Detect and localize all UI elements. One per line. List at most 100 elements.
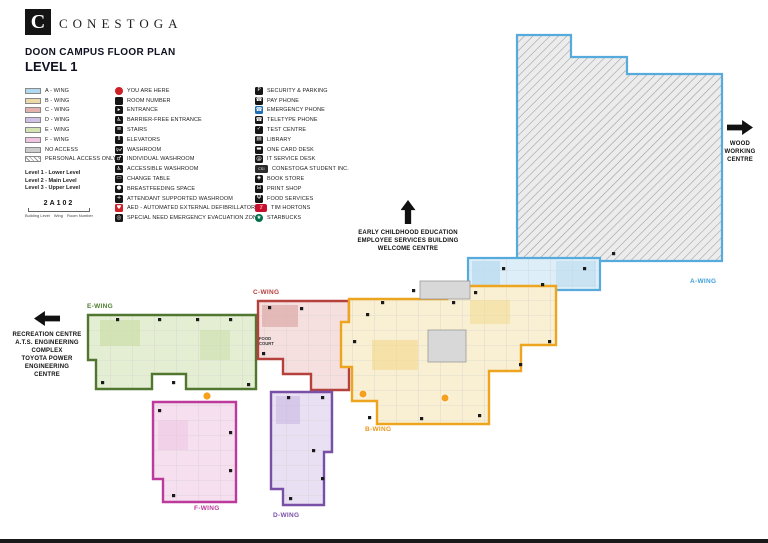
- library-icon: ▤: [255, 135, 263, 144]
- attendant-supported-washroom-icon: +: [115, 194, 123, 203]
- test-centre-icon: ✓: [255, 126, 263, 135]
- legend-wing-row: B - WING: [25, 96, 113, 106]
- legend-label: AED - AUTOMATED EXTERNAL DEFIBRILLATOR: [127, 205, 256, 212]
- conestoga-logo: C: [25, 9, 51, 35]
- wing-b-label: B - WING: [45, 97, 70, 104]
- washroom-icon: ♀♂: [115, 145, 123, 154]
- book-store-icon: ◈: [255, 175, 263, 184]
- wing-f-region: [151, 400, 238, 504]
- room-number-icon: [115, 96, 123, 105]
- no-access-blocks: [419, 280, 471, 363]
- map-label-a-wing: A-WING: [690, 278, 717, 285]
- room-number-part-wing: Wing: [53, 212, 63, 218]
- logo-letter: C: [30, 10, 46, 33]
- level-key: Level 1 - Lower Level Level 2 - Main Lev…: [25, 170, 113, 193]
- wing-b-swatch: [25, 97, 41, 104]
- legend-wings: A - WING B - WING C - WING D - WING E - …: [25, 86, 117, 218]
- stairs-icon: ≡: [115, 126, 123, 135]
- east-arrow-icon: [727, 120, 753, 135]
- map-label-b-wing: B-WING: [365, 426, 392, 433]
- legend-label: TELETYPE PHONE: [267, 117, 318, 124]
- legend-wing-row: F - WING: [25, 135, 113, 145]
- you-are-here-icon: [115, 86, 123, 95]
- wing-b-region: [339, 284, 558, 426]
- room-number-part-room: Room Number: [66, 212, 93, 218]
- it-service-desk-icon: @: [255, 155, 263, 164]
- individual-washroom-icon: ♂: [115, 155, 123, 164]
- wing-c-region: [256, 299, 351, 392]
- wing-e-swatch: [25, 127, 41, 134]
- level-title: LEVEL 1: [25, 59, 78, 74]
- legend-wing-row: E - WING: [25, 125, 113, 135]
- level-2-key: Level 2 - Main Level: [25, 177, 77, 184]
- legend-label: INDIVIDUAL WASHROOM: [127, 156, 195, 163]
- room-number-example: 2A102: [43, 199, 75, 207]
- wing-d-region: [269, 390, 334, 507]
- bottom-edge-bar: [0, 539, 768, 543]
- print-shop-icon: ⊟: [255, 184, 263, 193]
- wing-f-label: F - WING: [45, 136, 70, 143]
- legend-wing-row: NO ACCESS: [25, 145, 113, 155]
- aed-icon: ♥: [115, 204, 123, 213]
- legend-label: PRINT SHOP: [267, 185, 302, 192]
- wing-d-label: D - WING: [45, 117, 70, 124]
- security-parking-icon: P: [255, 86, 263, 95]
- page-title: DOON CAMPUS FLOOR PLAN: [25, 47, 176, 58]
- legend-label: ATTENDANT SUPPORTED WASHROOM: [127, 195, 233, 202]
- wing-a-region: [466, 33, 724, 292]
- wing-c-swatch: [25, 107, 41, 114]
- map-label-e-wing: E-WING: [87, 303, 113, 310]
- emergency-phone-icon: ☎: [255, 106, 263, 115]
- entrance-markers: [202, 389, 450, 403]
- legend-label: PAY PHONE: [267, 97, 300, 104]
- north-direction-label: EARLY CHILDHOOD EDUCATION EMPLOYEE SERVI…: [357, 230, 459, 252]
- legend-label: CHANGE TABLE: [127, 176, 171, 183]
- legend-wing-row: D - WING: [25, 115, 113, 125]
- north-arrow-icon: [400, 200, 416, 224]
- personal-access-label: PERSONAL ACCESS ONLY: [45, 156, 117, 163]
- entrance-icon: ▸: [115, 106, 123, 115]
- wing-e-region: [86, 313, 258, 391]
- wing-a-label: A - WING: [45, 87, 70, 94]
- legend-label: YOU ARE HERE: [127, 87, 170, 94]
- map-label-f-wing: F-WING: [194, 505, 220, 512]
- tim-hortons-icon: T: [255, 204, 267, 213]
- teletype-phone-icon: ☎: [255, 116, 263, 125]
- direction-north: EARLY CHILDHOOD EDUCATION EMPLOYEE SERVI…: [352, 200, 464, 253]
- legend-label: BREASTFEEDING SPACE: [127, 185, 196, 192]
- west-direction-label: RECREATION CENTRE A.T.S. ENGINEERING COM…: [12, 332, 82, 378]
- pay-phone-icon: ☎: [255, 96, 263, 105]
- breastfeeding-space-icon: ●: [115, 184, 123, 193]
- map-label-c-wing: C-WING: [253, 289, 280, 296]
- legend-label: ONE CARD DESK: [267, 146, 314, 153]
- brand-wordmark: CONESTOGA: [59, 16, 183, 31]
- food-services-icon: Ψ: [255, 194, 263, 203]
- legend-label: TEST CENTRE: [267, 127, 307, 134]
- legend-wing-row: C - WING: [25, 106, 113, 116]
- east-direction-label: WOOD WORKING CENTRE: [724, 141, 756, 163]
- legend-label: IT SERVICE DESK: [267, 156, 316, 163]
- no-access-swatch: [25, 146, 41, 153]
- direction-east: WOOD WORKING CENTRE: [714, 120, 766, 164]
- no-access-label: NO ACCESS: [45, 146, 78, 153]
- room-number-connector: [28, 207, 90, 212]
- map-label-d-wing: D-WING: [273, 512, 300, 519]
- legend-label: ELEVATORS: [127, 136, 160, 143]
- legend-label: CONESTOGA STUDENT INC.: [272, 166, 349, 173]
- legend-label: LIBRARY: [267, 136, 292, 143]
- wing-f-swatch: [25, 136, 41, 143]
- legend-label: FOOD SERVICES: [267, 195, 314, 202]
- wing-d-swatch: [25, 117, 41, 124]
- room-numbering-key: 2A102 Building Level Wing Room Number: [25, 200, 93, 218]
- legend-label: BOOK STORE: [267, 176, 305, 183]
- personal-access-swatch: [25, 156, 41, 163]
- legend-label: STARBUCKS: [267, 215, 302, 222]
- starbucks-icon: ★: [255, 214, 263, 223]
- room-number-part-building-level: Building Level: [25, 212, 50, 218]
- legend-label: TIM HORTONS: [271, 205, 311, 212]
- west-arrow-icon: [34, 311, 60, 326]
- legend-label: ACCESSIBLE WASHROOM: [127, 166, 199, 173]
